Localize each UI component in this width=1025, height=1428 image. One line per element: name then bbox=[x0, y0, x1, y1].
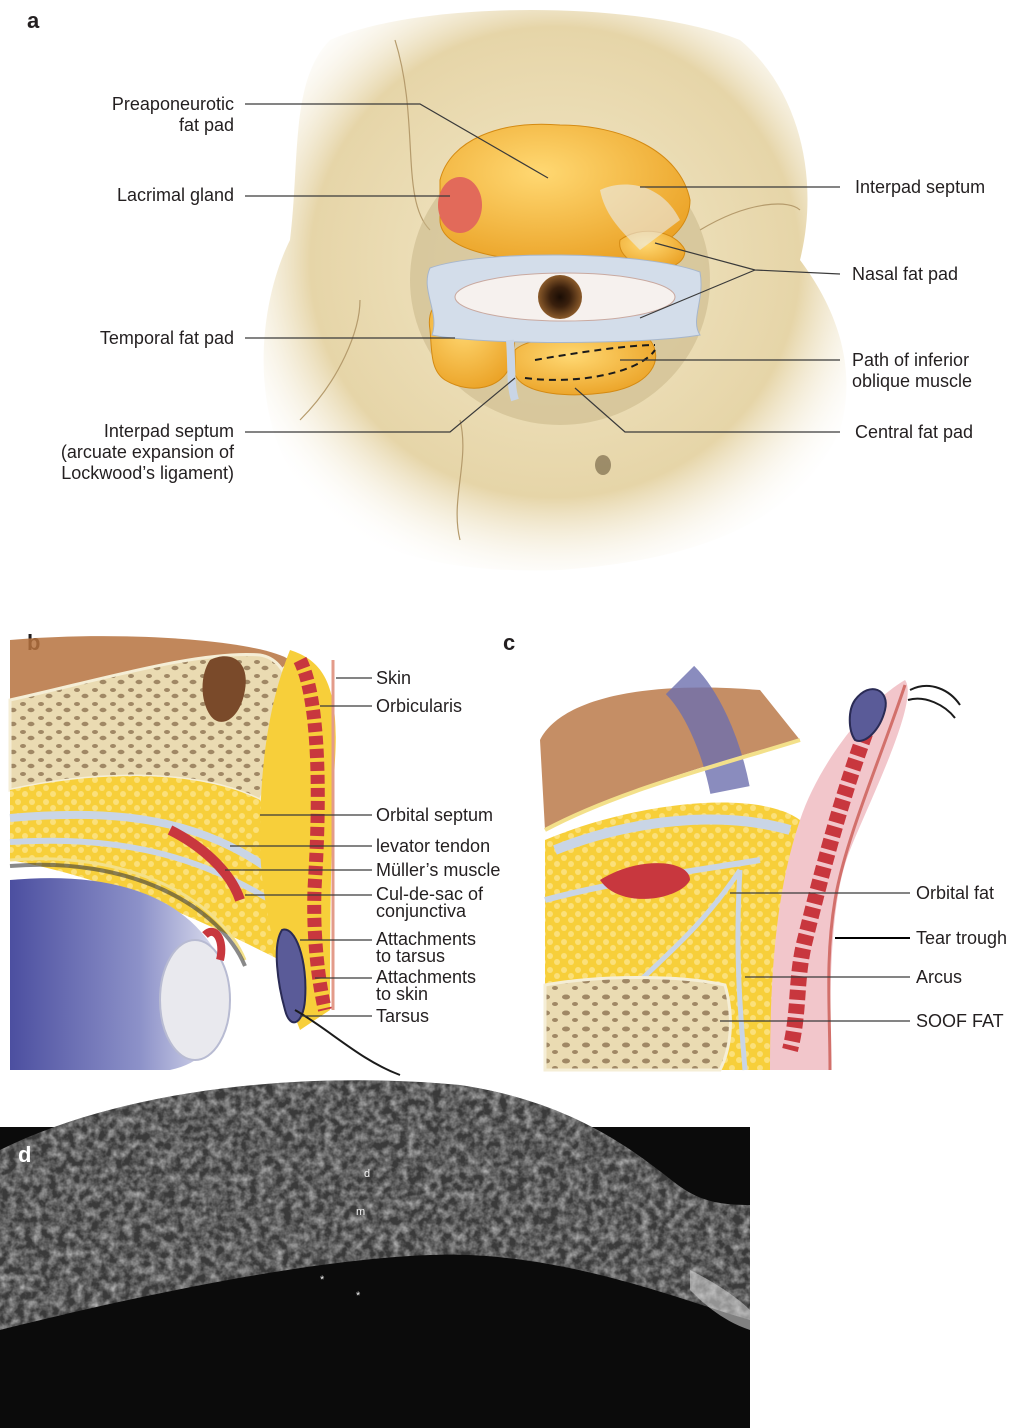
panel-d-letter: d bbox=[18, 1142, 31, 1168]
ultrasound-marker-d: d bbox=[364, 1168, 370, 1180]
ultrasound-marker-star-1: * bbox=[320, 1274, 324, 1286]
ultrasound-marker-star-2: * bbox=[356, 1290, 360, 1302]
ultrasound-marker-m: m bbox=[356, 1206, 365, 1218]
